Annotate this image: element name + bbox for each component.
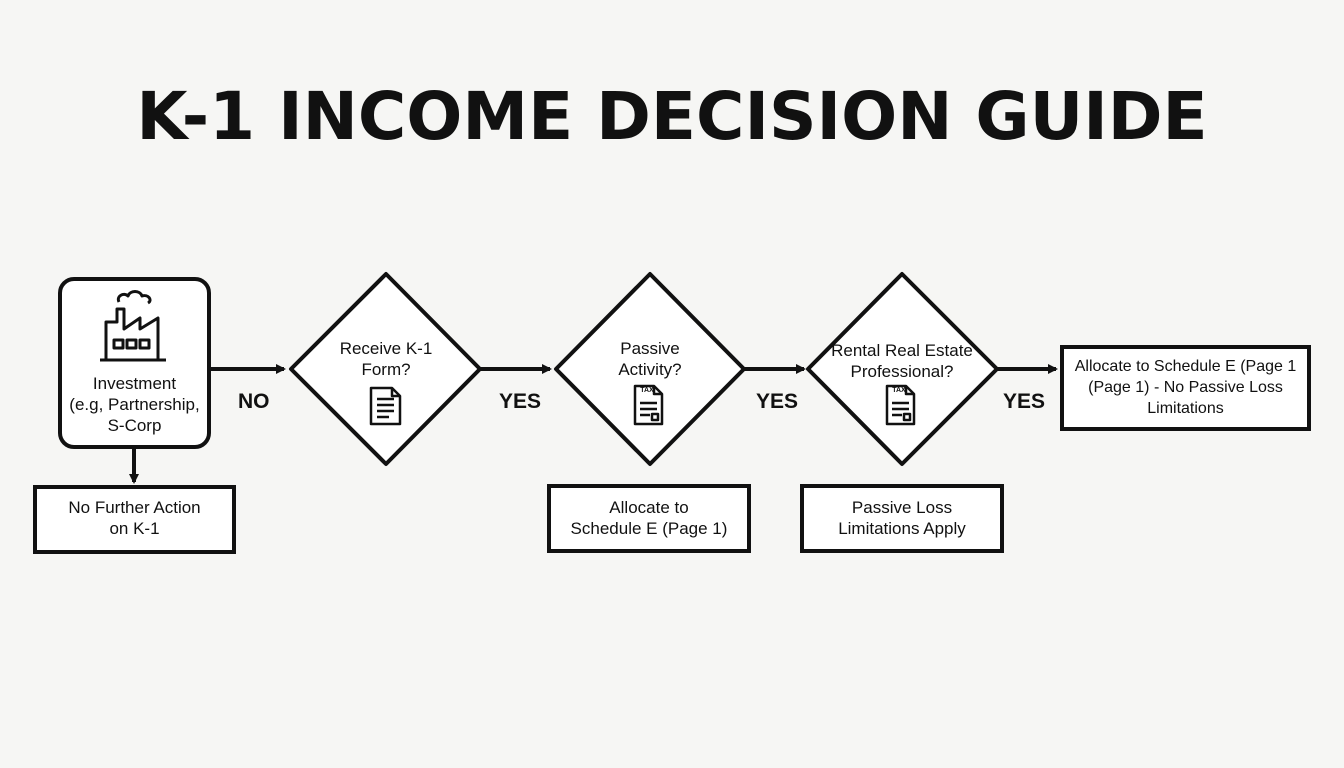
tax-form-icon <box>633 384 664 426</box>
rental-professional-decision <box>806 272 999 466</box>
receive-k1-line-2: Form? <box>361 360 411 379</box>
allocate-schedule-e-line-2: Schedule E (Page 1) <box>570 519 728 538</box>
passive-activity-label: Passive Activity? <box>580 338 720 380</box>
passive-activity-decision <box>554 272 746 466</box>
allocate-schedule-e-line-1: Allocate to <box>609 498 689 517</box>
no-further-action-node <box>33 485 236 554</box>
rental-professional-line-2: Professional? <box>850 362 954 381</box>
allocate-no-limits-line-3: Limitations <box>1147 400 1224 417</box>
passive-activity-line-1: Passive <box>620 339 680 358</box>
no-further-action-label: No Further Action on K-1 <box>37 497 232 539</box>
document-icon <box>369 386 402 426</box>
no-further-action-line-1: No Further Action <box>68 498 201 517</box>
investment-label: Investment (e.g, Partnership, S-Corp <box>62 373 207 436</box>
passive-activity-line-2: Activity? <box>618 360 682 379</box>
rental-professional-label: Rental Real Estate Professional? <box>817 340 987 382</box>
receive-k1-line-1: Receive K-1 <box>339 339 433 358</box>
factory-icon <box>100 290 166 362</box>
receive-k1-label: Receive K-1 Form? <box>316 338 456 380</box>
passive-loss-apply-label: Passive Loss Limitations Apply <box>804 497 1000 539</box>
allocate-no-limits-line-1: Allocate to Schedule E (Page 1 <box>1074 358 1297 375</box>
page-title: K-1 INCOME DECISION GUIDE <box>136 78 1208 155</box>
receive-k1-decision <box>289 272 482 466</box>
allocate-no-limits-node <box>1060 345 1311 431</box>
investment-line-2: (e.g, Partnership, <box>69 395 200 414</box>
passive-loss-apply-line-2: Limitations Apply <box>838 519 966 538</box>
edge-label-yes: YES <box>756 390 799 413</box>
rental-professional-line-1: Rental Real Estate <box>831 341 973 360</box>
tax-label: TAX <box>640 387 654 394</box>
edge-label-yes: YES <box>1003 390 1046 413</box>
tax-label: TAX <box>892 387 906 394</box>
investment-node <box>58 277 211 449</box>
investment-line-3: S-Corp <box>107 416 162 435</box>
allocate-no-limits-label: Allocate to Schedule E (Page 1 (Page 1) … <box>1064 356 1307 419</box>
allocate-schedule-e-node <box>547 484 751 553</box>
investment-line-1: Investment <box>92 374 177 393</box>
passive-loss-apply-line-1: Passive Loss <box>851 498 953 517</box>
tax-form-icon <box>885 384 916 426</box>
edge-label-yes: YES <box>499 390 542 413</box>
allocate-no-limits-line-2: (Page 1) - No Passive Loss <box>1088 379 1283 396</box>
no-further-action-line-2: on K-1 <box>109 519 160 538</box>
edge-label-no: NO <box>238 390 270 413</box>
passive-loss-apply-node <box>800 484 1004 553</box>
allocate-schedule-e-label: Allocate to Schedule E (Page 1) <box>551 497 747 539</box>
